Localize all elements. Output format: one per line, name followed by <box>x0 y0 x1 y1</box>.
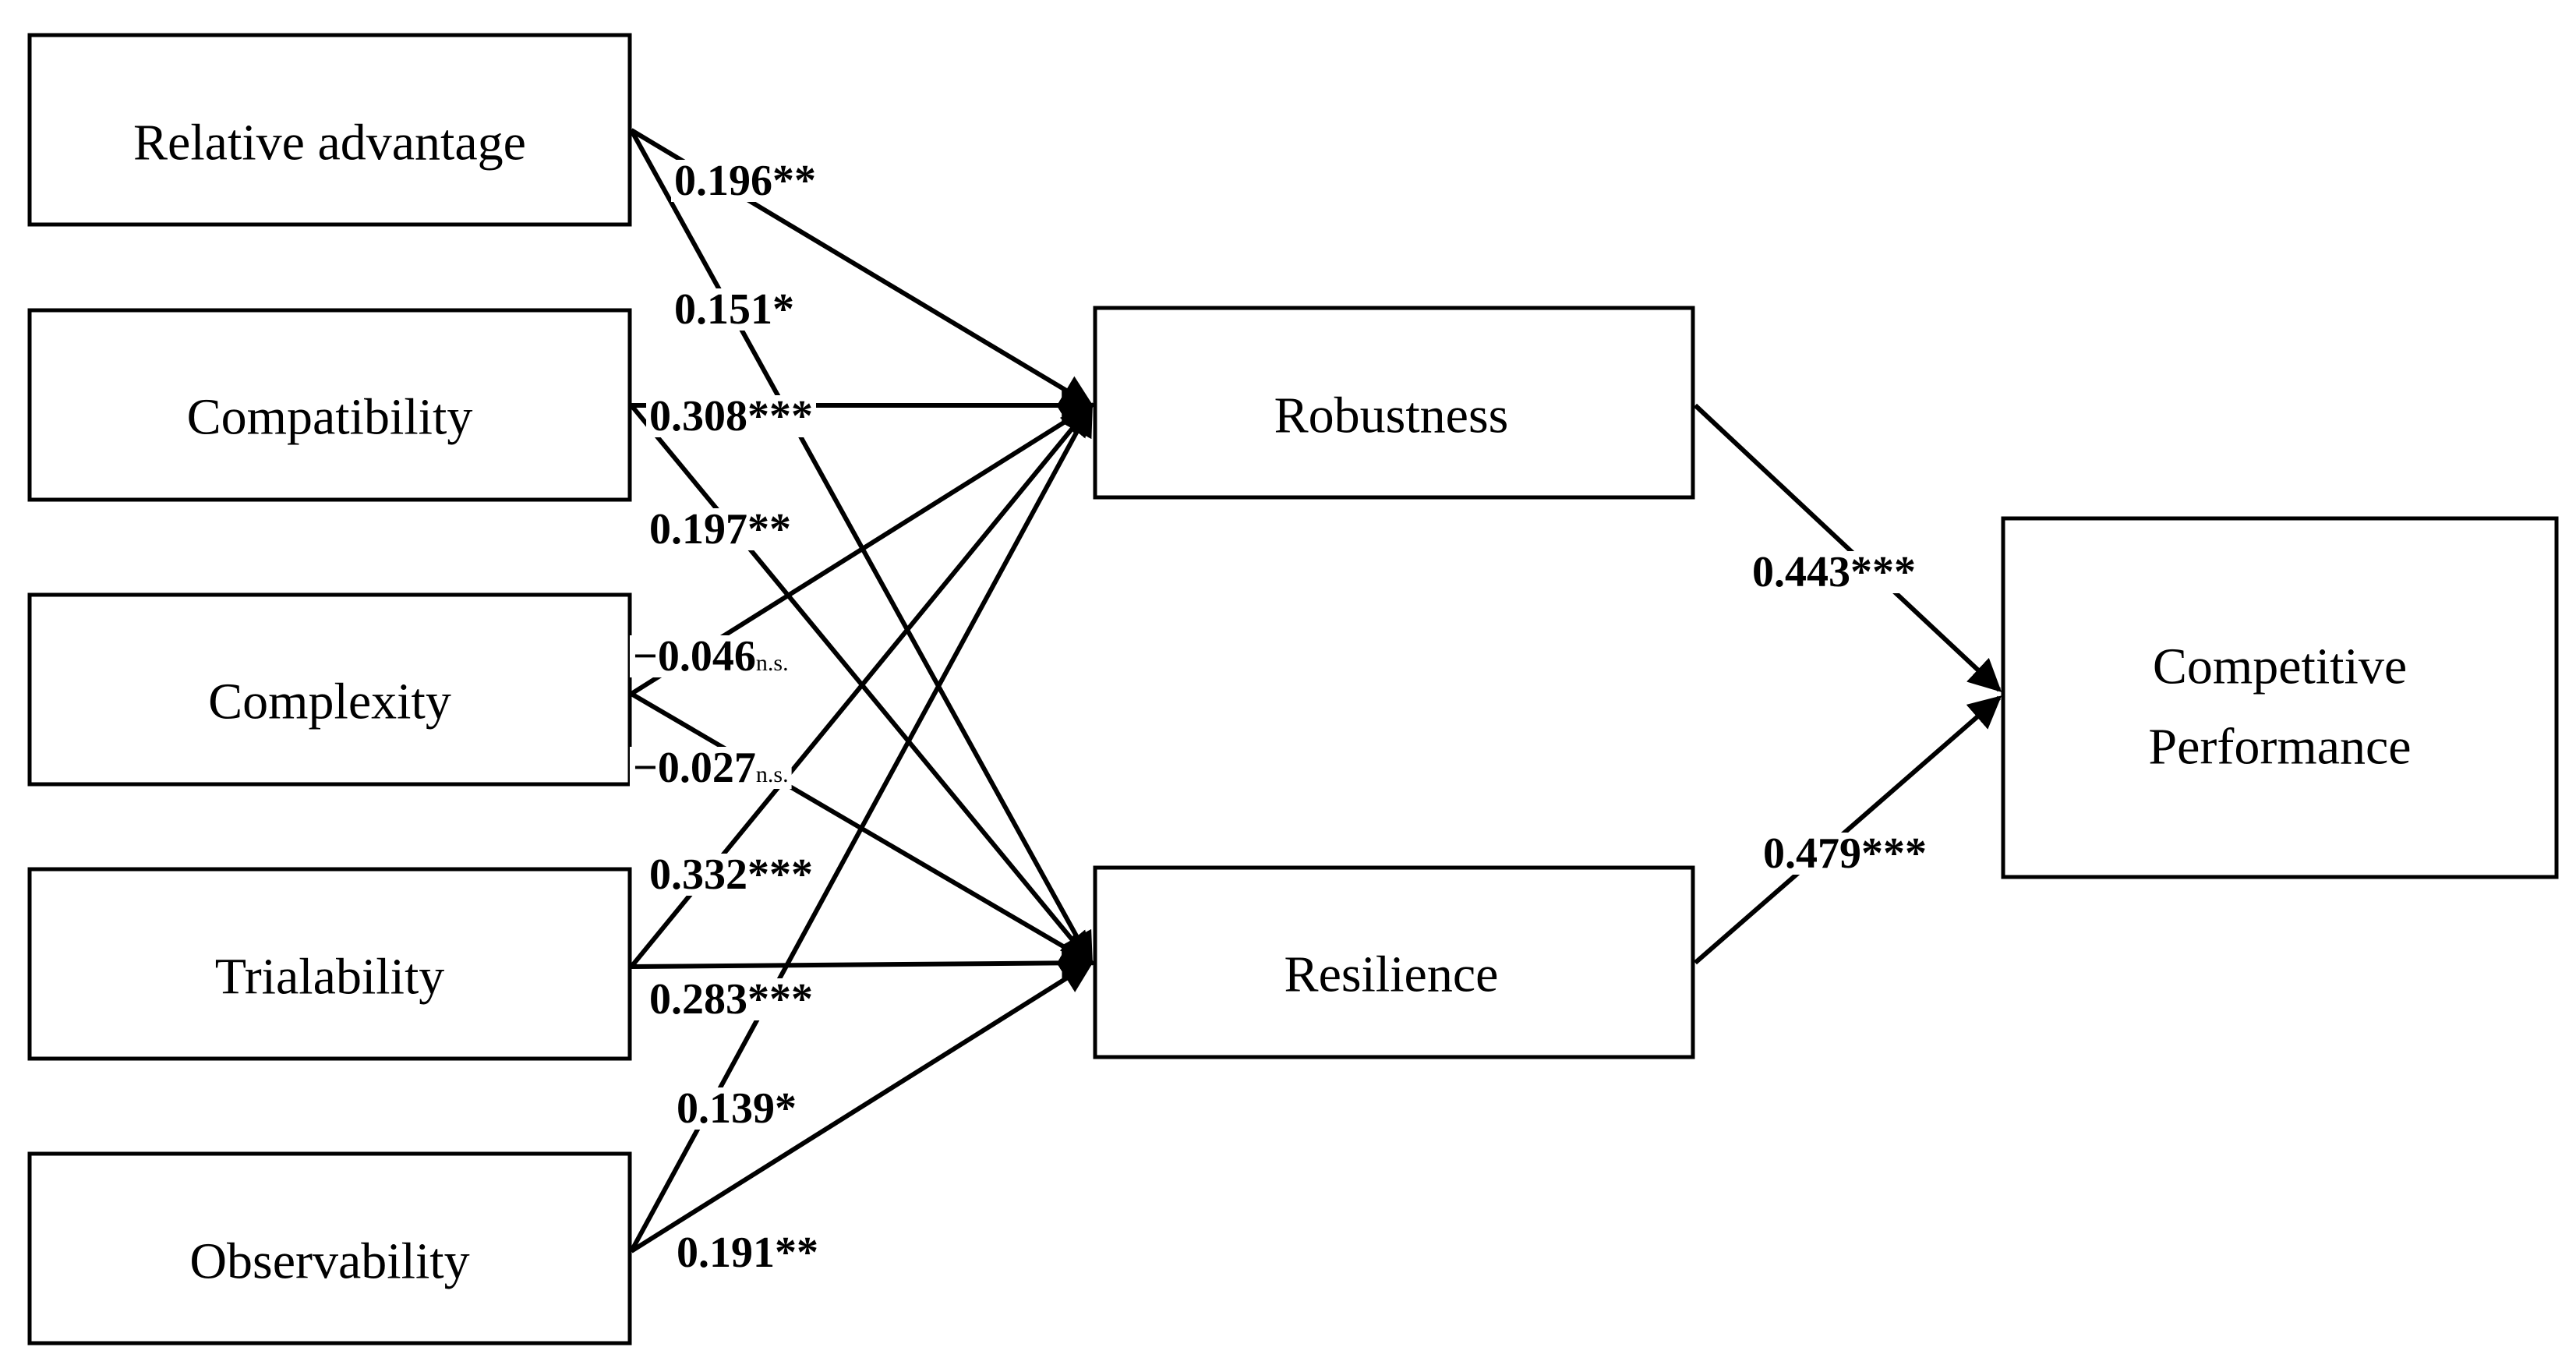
label-trialability: Trialability <box>215 949 445 1006</box>
label-compatibility: Compatibility <box>187 389 473 446</box>
label-competitive-performance-line2: Performance <box>2148 719 2411 776</box>
label-robustness: Robustness <box>1274 387 1509 444</box>
coef-value: 0.196 <box>674 157 772 205</box>
coef-label-background <box>673 1087 800 1130</box>
box-relative-advantage: Relative advantage <box>27 33 632 227</box>
coef-label-background <box>1760 833 1930 875</box>
coef-significance: ** <box>775 1229 818 1277</box>
coef-observability-robustness: 0.139* <box>677 1084 797 1133</box>
coef-value: 0.283 <box>649 975 747 1024</box>
label-resilience: Resilience <box>1284 946 1499 1003</box>
path-relative-advantage-resilience <box>629 129 1094 966</box>
coef-complexity-robustness: −0.046n.s. <box>633 632 789 681</box>
coef-significance: *** <box>1861 829 1927 878</box>
coef-value: 0.308 <box>649 392 747 440</box>
coef-relative-advantage-robustness: 0.196** <box>674 157 816 205</box>
label-complexity: Complexity <box>208 674 451 730</box>
coef-label-background <box>630 635 792 677</box>
coef-significance: *** <box>747 975 813 1024</box>
coef-trialability-robustness: 0.332*** <box>649 850 813 899</box>
coef-significance: n.s. <box>756 762 789 787</box>
coef-value: 0.479 <box>1763 829 1861 878</box>
coef-label-background <box>646 395 816 437</box>
coef-robustness-competitive-performance: 0.443*** <box>1752 548 1916 596</box>
path-robustness-competitive-performance <box>1693 403 2002 692</box>
coef-resilience-competitive-performance: 0.479*** <box>1763 829 1927 878</box>
coef-significance: ** <box>772 157 816 205</box>
coef-label-background <box>673 1232 822 1274</box>
coef-label-background <box>646 854 816 896</box>
coef-value: 0.191 <box>677 1229 775 1277</box>
coef-significance: ** <box>747 505 791 553</box>
box-compatibility: Compatibility <box>27 308 632 502</box>
path-resilience-competitive-performance <box>1694 695 2002 965</box>
coef-label-background <box>646 508 794 550</box>
coef-significance: * <box>775 1084 797 1133</box>
coef-significance: *** <box>1850 548 1916 596</box>
label-competitive-performance-line1: Competitive <box>2153 638 2407 695</box>
coef-relative-advantage-resilience: 0.151* <box>674 285 794 334</box>
coef-value: −0.027 <box>633 744 756 792</box>
path-coefficients: 0.196** 0.151* 0.308*** 0.197** −0.046n.… <box>630 157 1930 1277</box>
coef-complexity-resilience: −0.027n.s. <box>633 744 789 792</box>
coef-value: 0.332 <box>649 850 747 899</box>
coef-label-background <box>1749 551 1919 593</box>
box-robustness: Robustness <box>1093 306 1695 500</box>
path-lines <box>629 128 2002 1254</box>
path-observability-resilience <box>630 960 1094 1254</box>
label-relative-advantage: Relative advantage <box>133 115 526 172</box>
construct-boxes: Relative advantage Compatibility Complex… <box>27 33 2559 1345</box>
box-complexity: Complexity <box>27 592 632 787</box>
coef-significance: * <box>772 285 794 334</box>
coef-observability-resilience: 0.191** <box>677 1229 818 1277</box>
coef-significance: *** <box>747 392 813 440</box>
box-observability: Observability <box>27 1151 632 1345</box>
coef-value: 0.151 <box>674 285 772 334</box>
coef-value: 0.139 <box>677 1084 775 1133</box>
coef-significance: *** <box>747 850 813 899</box>
label-observability: Observability <box>189 1233 469 1290</box>
coef-label-background <box>671 160 819 202</box>
path-trialability-resilience <box>631 946 1095 980</box>
coef-compatibility-resilience: 0.197** <box>649 505 791 553</box>
coef-value: −0.046 <box>633 632 756 681</box>
coef-label-background <box>671 288 797 331</box>
coef-value: 0.443 <box>1752 548 1850 596</box>
coef-trialability-resilience: 0.283*** <box>649 975 813 1024</box>
coef-value: 0.197 <box>649 505 747 553</box>
coef-label-background <box>630 747 792 789</box>
coef-significance: n.s. <box>756 650 789 676</box>
box-resilience: Resilience <box>1093 865 1695 1059</box>
coef-compatibility-robustness: 0.308*** <box>649 392 813 440</box>
coef-label-background <box>646 978 816 1020</box>
box-competitive-performance: Competitive Performance <box>2001 516 2559 879</box>
box-trialability: Trialability <box>27 867 632 1061</box>
